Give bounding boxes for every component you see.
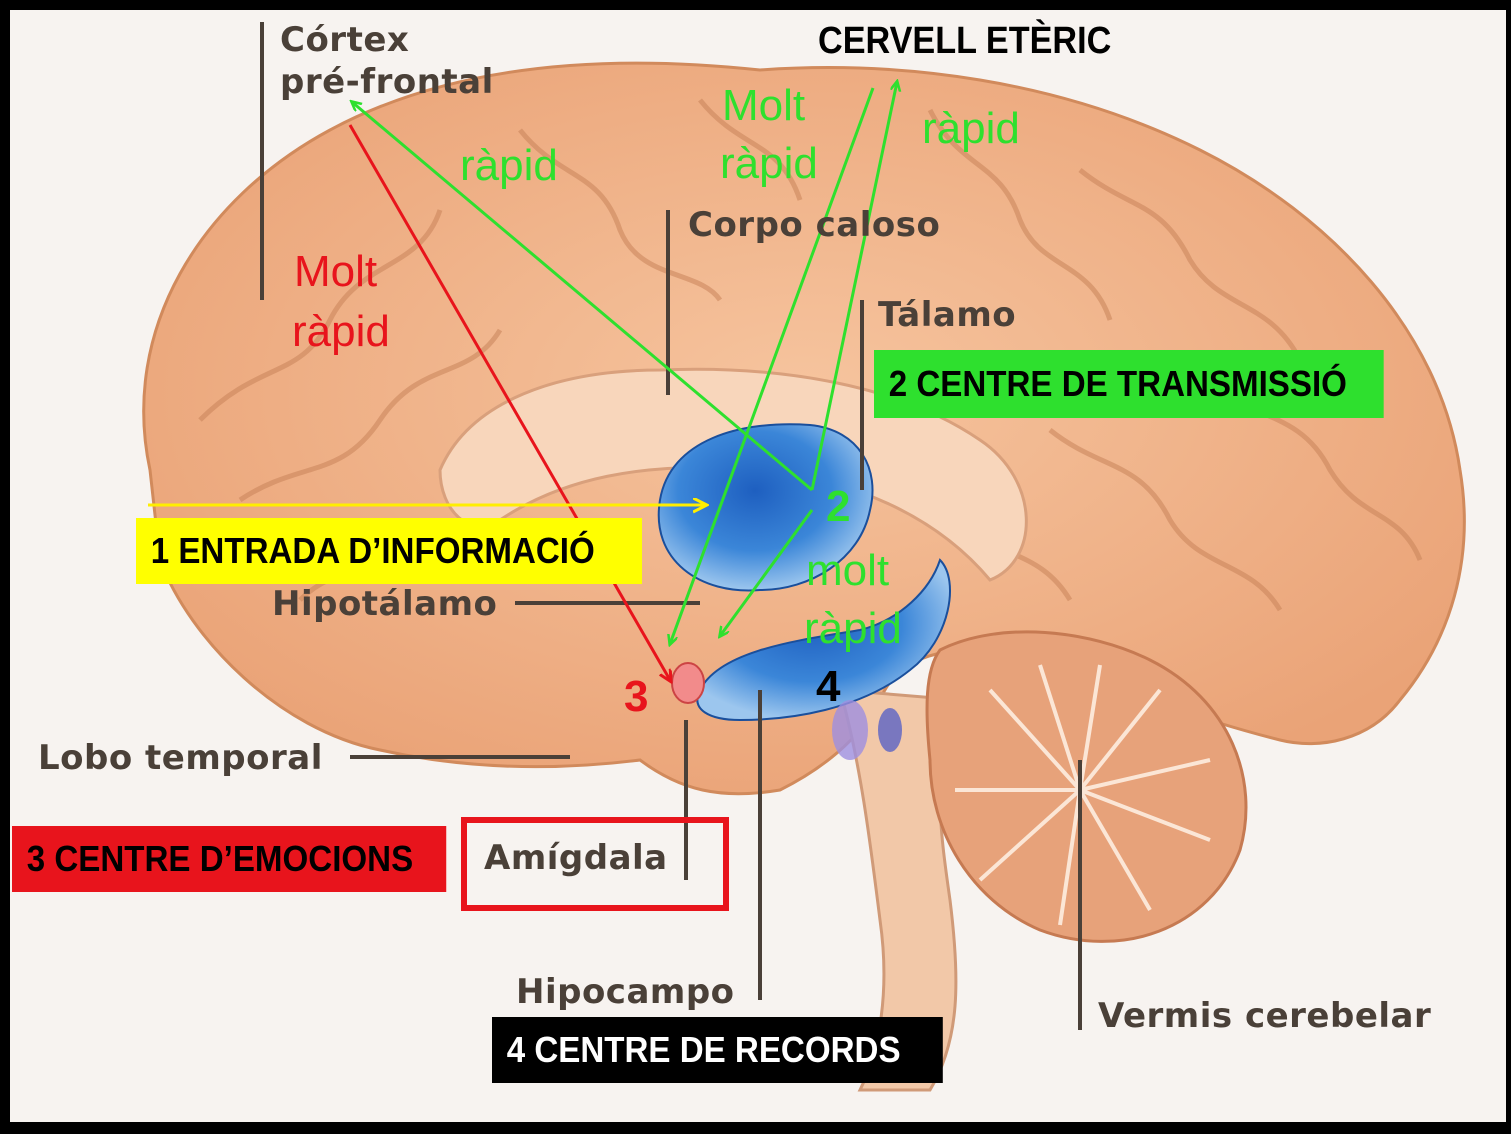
- label-cortex-line2: pré-frontal: [280, 62, 494, 102]
- label-talamo: Tálamo: [878, 295, 1017, 335]
- label-hipotalamo: Hipotálamo: [272, 584, 498, 624]
- cerebellum-folia: [955, 664, 1211, 926]
- diagram-title: CERVELL ETÈRIC: [818, 20, 1112, 62]
- label-green-molt-top-1: Molt: [722, 81, 806, 130]
- label-hipocampo: Hipocampo: [516, 972, 735, 1012]
- label-green-molt-top-2: ràpid: [720, 139, 818, 188]
- box-entrada-informacio: 1 ENTRADA D’INFORMACIÓ: [136, 518, 642, 584]
- label-lobo-temporal: Lobo temporal: [38, 738, 323, 778]
- amygdala-spot: [671, 662, 705, 704]
- marker-3: 3: [624, 672, 649, 721]
- pineal: [878, 708, 902, 752]
- leader-lines: [260, 22, 1082, 1030]
- label-amigdala: Amígdala: [484, 838, 668, 878]
- marker-4: 4: [816, 662, 841, 711]
- marker-2: 2: [826, 482, 851, 531]
- label-red-molt-1: Molt: [294, 247, 378, 296]
- amygdala-highlight-box: [461, 817, 729, 911]
- pituitary: [832, 700, 868, 760]
- green-arrows: [352, 82, 897, 644]
- box-centre-emocions: 3 CENTRE D’EMOCIONS: [12, 826, 447, 892]
- box-centre-records: 4 CENTRE DE RECORDS: [492, 1017, 943, 1083]
- label-green-rapid-left: ràpid: [460, 141, 558, 190]
- red-arrow: [348, 124, 670, 680]
- label-cortex-line1: Córtex: [280, 20, 410, 60]
- label-green-molt-low-2: ràpid: [804, 604, 902, 653]
- label-vermis: Vermis cerebelar: [1098, 996, 1432, 1036]
- label-red-molt-2: ràpid: [292, 307, 390, 356]
- label-corpo-caloso: Corpo caloso: [688, 205, 941, 245]
- label-green-molt-low-1: molt: [806, 546, 890, 595]
- label-green-rapid-right: ràpid: [922, 104, 1020, 153]
- box-centre-transmissio: 2 CENTRE DE TRANSMISSIÓ: [874, 350, 1384, 418]
- corpus-callosum: [438, 367, 1028, 582]
- hippocampus-blue: [696, 558, 951, 722]
- thalamus-blue: [657, 423, 874, 592]
